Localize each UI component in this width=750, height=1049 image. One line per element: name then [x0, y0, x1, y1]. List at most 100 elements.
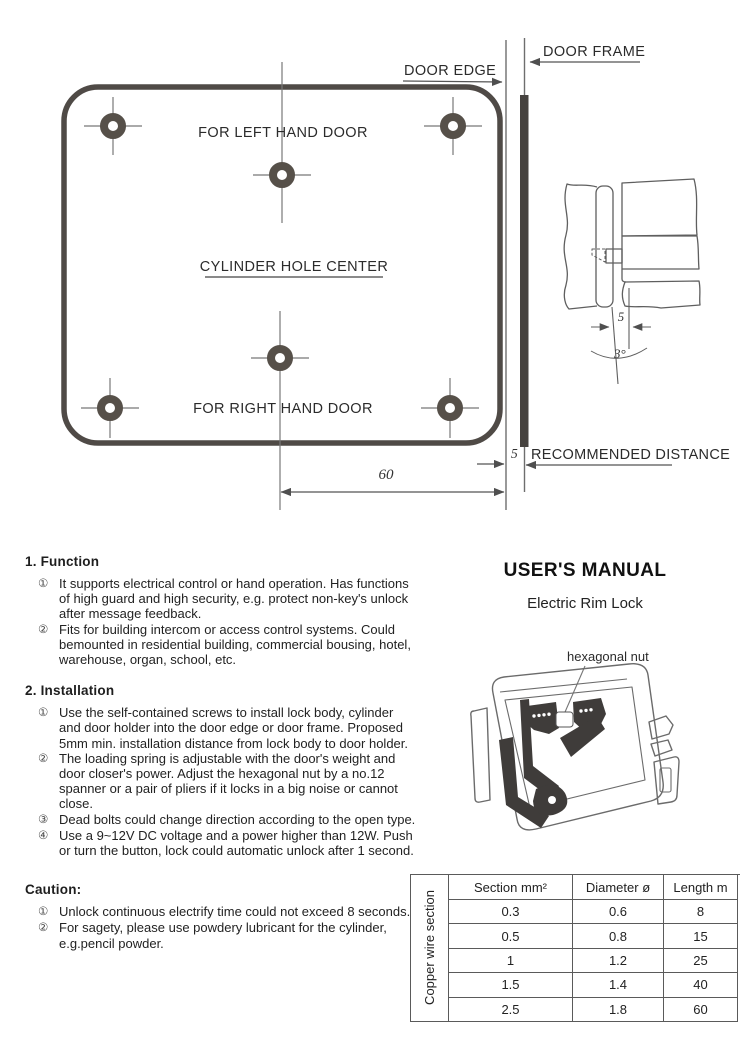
frame-profile-mid	[621, 235, 700, 270]
side-latch-slot	[659, 767, 672, 793]
list-item: ④ Use a 9~12V DC voltage and a power hig…	[25, 828, 417, 858]
mechanism-bracket	[520, 699, 559, 799]
label-for-right-hand-door: FOR RIGHT HAND DOOR	[193, 401, 373, 417]
label-hexagonal-nut: hexagonal nut	[567, 649, 649, 664]
copper-wire-table: Copper wire section Section mm² Diameter…	[410, 874, 740, 1022]
col-header-section: Section mm²	[449, 875, 573, 900]
section-caution: Caution: ① Unlock continuous electrify t…	[25, 882, 417, 951]
side-tab-upper	[648, 715, 674, 740]
side-tab-middle	[650, 739, 673, 757]
door-holder-slab	[470, 707, 491, 803]
item-marker: ④	[38, 829, 49, 842]
frame-profile-top	[621, 178, 698, 237]
cam-pivot	[548, 796, 556, 804]
instructions-column: 1. Function ① It supports electrical con…	[25, 554, 417, 951]
lock-mechanism	[499, 698, 606, 828]
section-function: 1. Function ① It supports electrical con…	[25, 554, 417, 667]
table-side-label: Copper wire section	[422, 890, 438, 1006]
page-subtitle: Electric Rim Lock	[527, 595, 643, 612]
table-cell: 1.4	[573, 973, 664, 998]
item-marker: ③	[38, 813, 49, 826]
item-marker: ①	[38, 707, 49, 720]
item-marker: ②	[38, 623, 49, 636]
side-latch-block	[653, 756, 680, 805]
label-door-frame: DOOR FRAME	[543, 44, 645, 60]
table-cell: 0.8	[573, 924, 664, 949]
table-cell: 0.6	[573, 900, 664, 925]
label-cylinder-hole-center: CYLINDER HOLE CENTER	[200, 259, 388, 275]
section-heading: 2. Installation	[25, 683, 115, 699]
table-cell: 0.3	[449, 900, 573, 925]
table-cell: 25	[664, 948, 738, 974]
item-text: For sagety, please use powdery lubricant…	[59, 920, 387, 951]
item-text: Dead bolts could change direction accord…	[59, 811, 416, 827]
manual-title-block: USER'S MANUAL Electric Rim Lock	[420, 560, 750, 612]
lock-illustration: hexagonal nut	[470, 649, 680, 831]
list-item: ① It supports electrical control or hand…	[25, 576, 417, 622]
item-text: It supports electrical control or hand o…	[59, 576, 409, 622]
page-title: USER'S MANUAL	[503, 560, 667, 581]
table-cell: 40	[664, 973, 738, 998]
case-inner-panel	[504, 686, 646, 809]
screw-dots	[532, 708, 593, 718]
label-recommended-distance: RECOMMENDED DISTANCE	[531, 447, 730, 463]
cross-section-detail	[563, 178, 701, 385]
item-marker: ①	[38, 578, 49, 590]
table-cell: 60	[664, 997, 738, 1022]
bolt-section	[605, 248, 623, 264]
table-side-label-cell: Copper wire section	[411, 875, 449, 1022]
hexagonal-nut-shape	[555, 711, 574, 728]
item-text: Fits for building intercom or access con…	[59, 621, 411, 668]
lock-case	[491, 663, 664, 831]
spring-plate-left	[527, 702, 559, 734]
item-text: Use the self-contained screws to install…	[59, 705, 409, 751]
mechanism-arm-diagonal	[560, 716, 605, 757]
item-marker: ①	[38, 906, 49, 919]
item-marker: ②	[38, 922, 49, 935]
installation-drawing: FOR LEFT HAND DOOR CYLINDER HOLE CENTER …	[61, 38, 730, 510]
table-cell: 1.8	[573, 997, 664, 1022]
frame-step	[621, 269, 627, 283]
list-item: ② Fits for building intercom or access c…	[25, 622, 417, 668]
list-item: ② The loading spring is adjustable with …	[25, 751, 417, 812]
door-edge-leader	[402, 77, 503, 87]
section-heading: 1. Function	[25, 554, 100, 569]
label-door-edge: DOOR EDGE	[404, 63, 496, 79]
table-cell: 0.5	[449, 924, 573, 949]
label-for-left-hand-door: FOR LEFT HAND DOOR	[198, 125, 368, 141]
table-cell: 1	[449, 948, 573, 974]
dim-angle-3deg: 3°	[613, 346, 626, 361]
item-marker: ②	[38, 752, 49, 765]
table-cell: 15	[664, 924, 738, 949]
item-text: The loading spring is adjustable with th…	[59, 750, 398, 812]
table-cell: 1.5	[449, 973, 573, 998]
section-installation: 2. Installation ① Use the self-contained…	[25, 683, 417, 858]
mounting-holes	[97, 113, 466, 421]
frame-profile-bottom	[621, 280, 701, 309]
dim-5-gap: 5	[618, 310, 624, 324]
table-cell: 2.5	[449, 997, 573, 1022]
item-text: Unlock continuous electrify time could n…	[59, 904, 411, 920]
door-profile	[563, 183, 598, 310]
angle-arc	[590, 347, 648, 359]
item-text: Use a 9~12V DC voltage and a power highe…	[59, 827, 414, 859]
list-item: ① Unlock continuous electrify time could…	[25, 904, 417, 920]
section-heading: Caution:	[25, 882, 82, 898]
table-cell: 1.2	[573, 948, 664, 974]
list-item: ③ Dead bolts could change direction acco…	[25, 812, 417, 828]
list-item: ① Use the self-contained screws to insta…	[25, 705, 417, 751]
table-cell: 8	[664, 900, 738, 925]
col-header-length: Length m	[664, 875, 738, 900]
lock-body-outline	[470, 663, 680, 831]
door-frame-bar	[520, 95, 529, 447]
col-header-diameter: Diameter ø	[573, 875, 664, 900]
hexagonal-nut-area	[532, 708, 593, 804]
dim-60: 60	[379, 467, 395, 483]
case-top-edge	[499, 678, 628, 693]
mechanism-arm-lower	[499, 737, 549, 828]
list-item: ② For sagety, please use powdery lubrica…	[25, 920, 417, 950]
hidden-latch-outline	[591, 248, 606, 263]
dim-5-plate: 5	[511, 446, 518, 461]
door-edge-strip	[595, 185, 614, 308]
